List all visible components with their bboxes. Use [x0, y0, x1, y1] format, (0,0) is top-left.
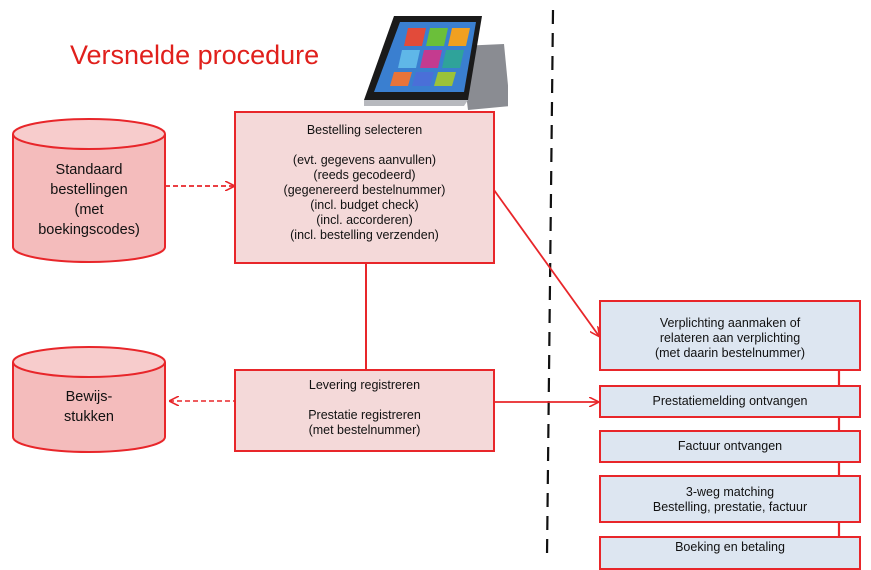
- prestatie-line: Prestatie registreren: [308, 408, 421, 422]
- bestelling-line: (gegenereerd bestelnummer): [283, 183, 446, 197]
- box-prestatiemelding: Prestatiemelding ontvangen: [599, 385, 861, 418]
- tablet-computer-icon: [364, 16, 508, 110]
- box-3-weg-matching: 3-weg matching Bestelling, prestatie, fa…: [599, 475, 861, 523]
- bestelling-line: (incl. budget check): [310, 198, 419, 212]
- divider-dashed-line: [545, 9, 555, 557]
- bestelling-line: (reeds gecodeerd): [313, 168, 416, 182]
- database-bewijsstukken-label: Bewijs- stukken: [64, 389, 114, 425]
- box-verplichting: Verplichting aanmaken of relateren aan v…: [599, 300, 861, 371]
- box-bestelling-selecteren: Bestelling selecteren (evt. gegevens aan…: [234, 111, 495, 264]
- arrow-bestelling-to-verplichting: [493, 189, 599, 336]
- bestelling-line: (evt. gegevens aanvullen): [292, 153, 437, 167]
- prestatie-sub-line: (met bestelnummer): [308, 423, 421, 437]
- bestelling-heading: Bestelling selecteren: [306, 123, 423, 137]
- box-factuur-ontvangen: Factuur ontvangen: [599, 430, 861, 463]
- diagram-title: Versnelde procedure: [70, 40, 320, 70]
- database-bewijsstukken: [12, 346, 166, 453]
- bestelling-line: (incl. accorderen): [316, 213, 413, 227]
- levering-line: Levering registreren: [308, 378, 421, 392]
- box-levering-registreren: Levering registreren Prestatie registrer…: [234, 369, 495, 452]
- database-standaard-bestellingen: [12, 118, 166, 263]
- box-boeking-betaling: Boeking en betaling: [599, 536, 861, 570]
- database-standaard-label: Standaard bestellingen (met boekingscode…: [38, 162, 140, 238]
- bestelling-line: (incl. bestelling verzenden): [290, 228, 439, 242]
